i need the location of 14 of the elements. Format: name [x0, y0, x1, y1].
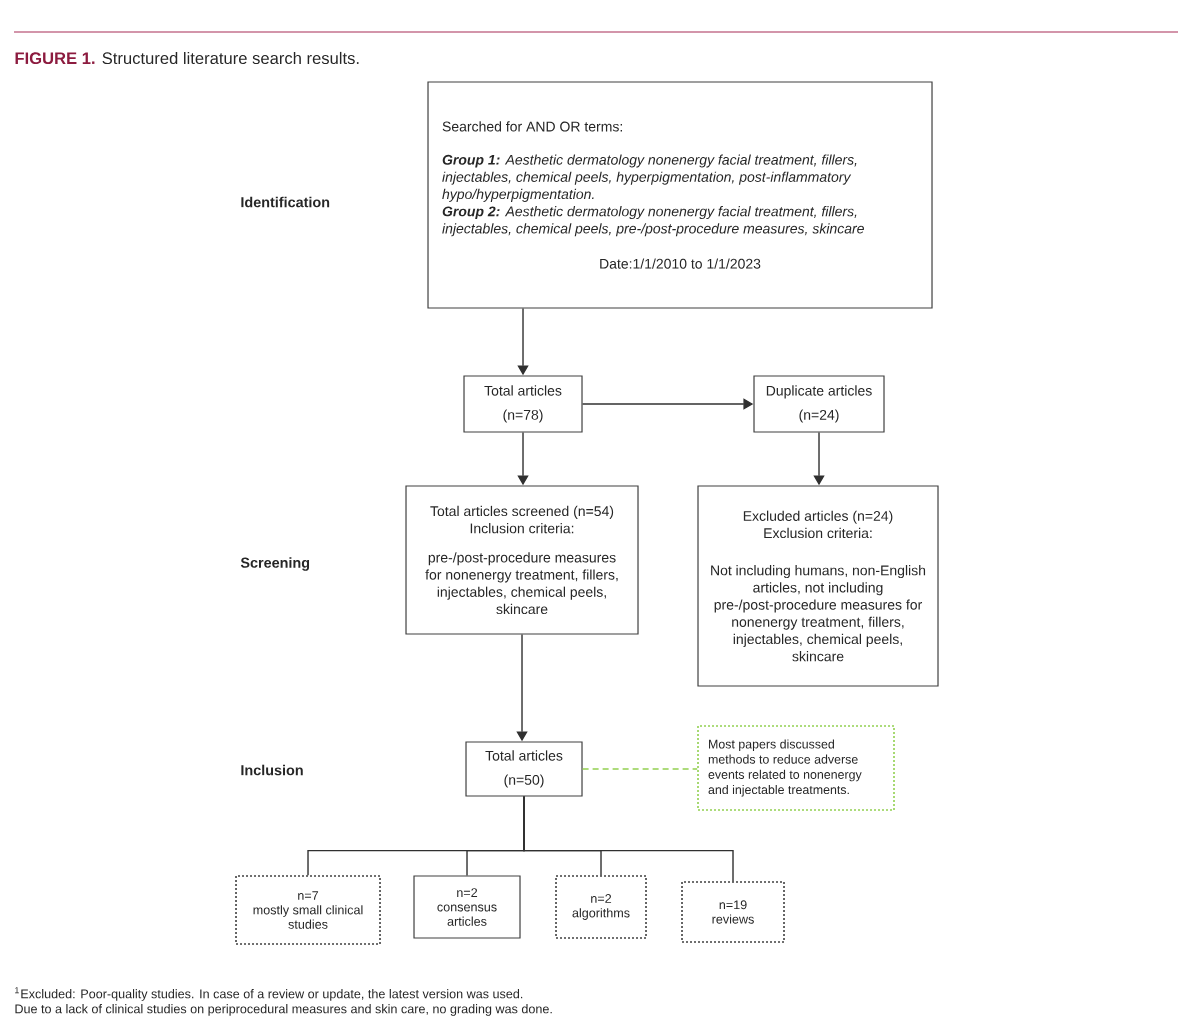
result-box [681, 881, 785, 943]
result-box [235, 875, 381, 945]
process-box [463, 375, 583, 433]
process-box [465, 741, 583, 797]
dashed-connector [581, 768, 698, 770]
search-box [427, 81, 933, 309]
note-box [697, 725, 895, 811]
result-box [413, 875, 521, 939]
process-box [697, 485, 939, 687]
process-box [753, 375, 885, 433]
connector-line [523, 795, 734, 882]
process-box [405, 485, 639, 635]
figure-title: FIGURE 1. Structured literature search results. [15, 51, 359, 65]
result-box [555, 875, 647, 939]
